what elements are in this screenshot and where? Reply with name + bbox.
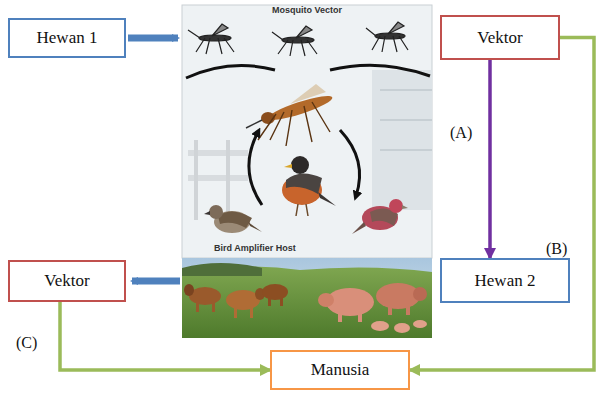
mosquito-icon <box>188 24 234 54</box>
blue-arrow <box>132 278 180 285</box>
vector-box: Vektor <box>8 260 126 302</box>
finch-bird <box>352 199 408 234</box>
picture-caption: Bird Amplifier Host <box>212 244 298 254</box>
robin-bird <box>282 156 336 216</box>
pig <box>376 283 427 315</box>
node-text: Hewan 2 <box>475 271 536 291</box>
edge-label: (B) <box>544 240 569 258</box>
mosquito-bird-panel <box>182 5 432 258</box>
flow-arrow <box>410 38 594 371</box>
node-text: Hewan 1 <box>37 28 98 48</box>
pig <box>318 288 374 322</box>
panel-ground <box>182 5 432 258</box>
vector-box: Vektor <box>440 15 560 60</box>
animal-box: Hewan 2 <box>440 258 570 303</box>
node-text: Vektor <box>44 271 89 291</box>
mosquito-icon <box>272 26 317 56</box>
picture-caption: Mosquito Vector <box>270 6 344 16</box>
human-box: Manusia <box>270 350 410 390</box>
node-text: Vektor <box>477 28 522 48</box>
flow-arrow <box>488 60 492 258</box>
mosquito-vector <box>246 84 334 146</box>
divider-curve <box>330 65 430 76</box>
cow <box>184 284 221 312</box>
flow-arrow <box>60 302 270 370</box>
piglet <box>371 320 427 333</box>
livestock-photo <box>182 258 432 338</box>
edge-label: (C) <box>14 334 39 352</box>
blue-arrow <box>128 35 178 42</box>
divider-curve <box>186 66 275 79</box>
cow <box>262 284 288 306</box>
node-text: Manusia <box>311 360 370 380</box>
animal-box: Hewan 1 <box>8 18 126 58</box>
cow <box>226 288 265 318</box>
house-wall <box>372 70 432 210</box>
mosquito-icon <box>366 22 408 52</box>
cycle-arrow <box>340 130 360 196</box>
edge-label: (A) <box>448 124 474 142</box>
sparrow-bird <box>204 205 262 233</box>
cycle-arrow <box>249 132 262 205</box>
